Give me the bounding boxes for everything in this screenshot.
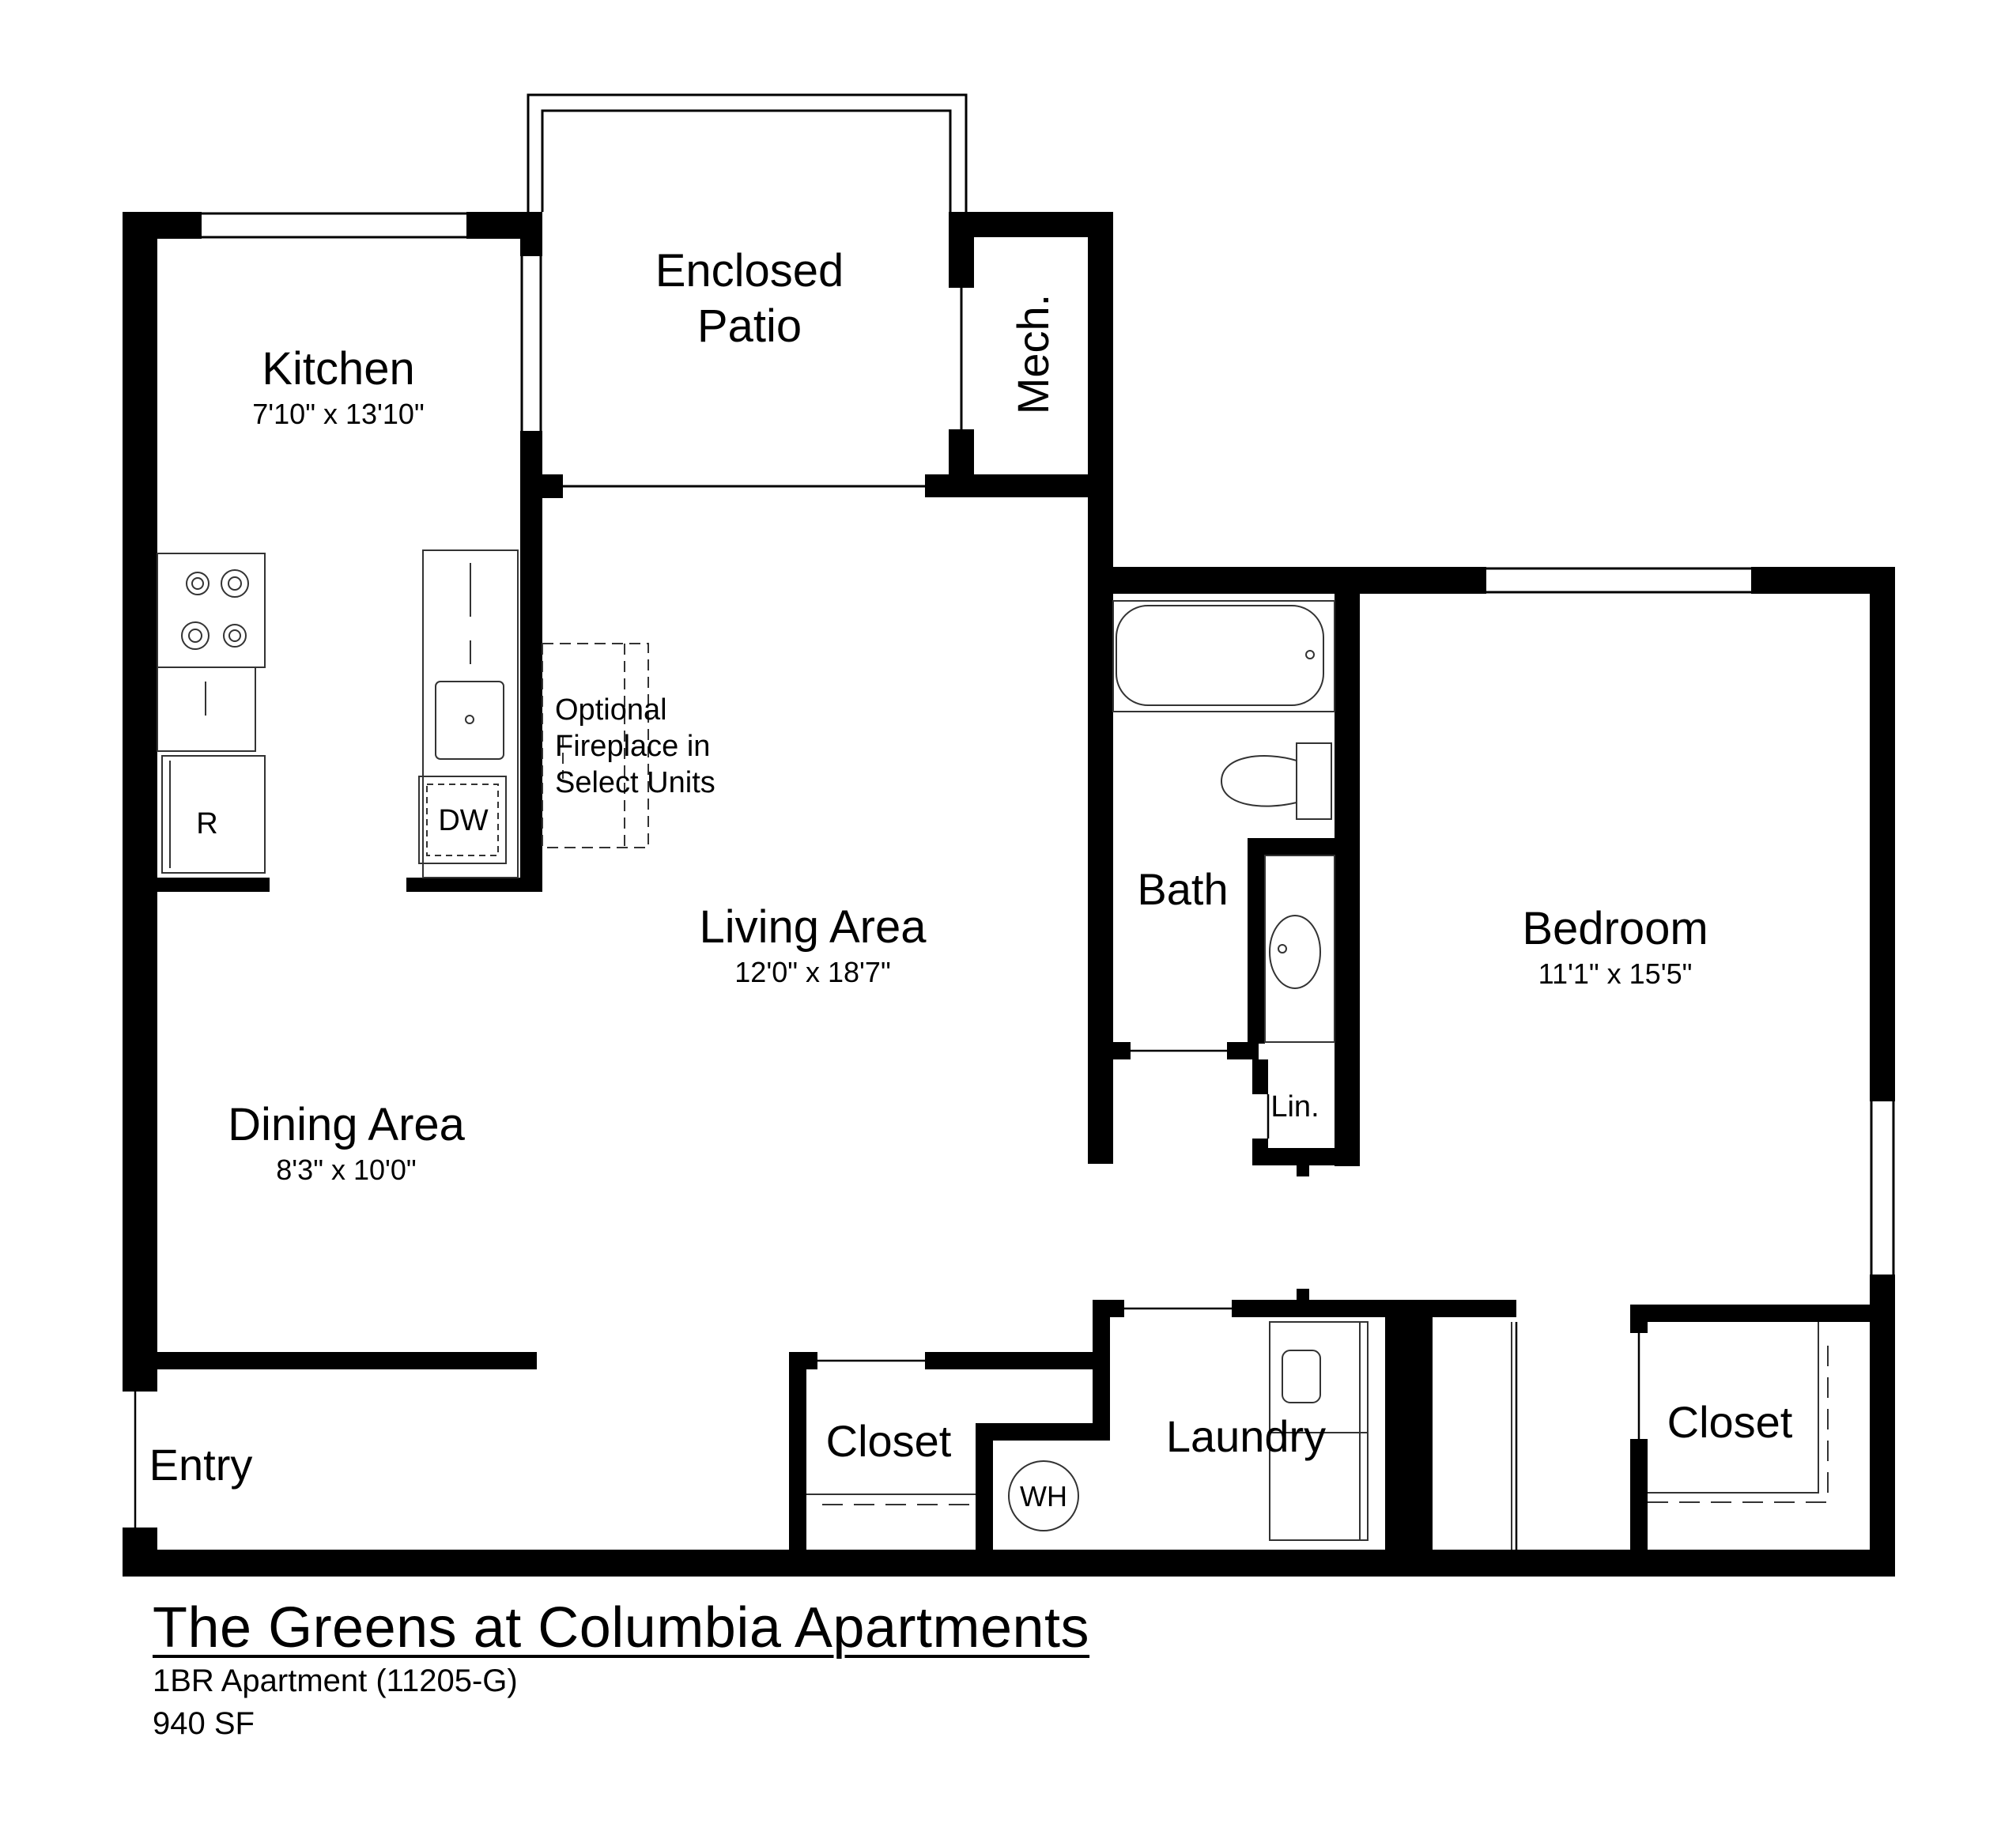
bedroom-label: Bedroom [1522,903,1708,954]
water-heater-icon [1008,1460,1079,1531]
vanity-icon [1264,855,1335,1043]
plan-area: 940 SF [153,1706,255,1741]
kitchen-size: 7'10" x 13'10" [252,398,424,430]
living-size: 12'0" x 18'7" [734,956,890,988]
bath-label: Bath [1137,864,1228,914]
dining-label: Dining Area [228,1099,466,1150]
mech-label: Mech. [1008,294,1058,415]
plan-title: The Greens at Columbia Apartments [153,1596,1090,1660]
fireplace-outline [542,643,649,848]
laundry-fixtures [1008,1321,1369,1541]
sink-icon [435,681,504,760]
stove-icon [157,553,266,668]
entry-label: Entry [149,1440,253,1490]
room-labels: Enclosed Patio Mech. Kitchen 7'10" x 13'… [149,245,1793,1512]
dishwasher-label: DW [438,804,488,837]
fireplace-note-line2: Fireplace in [555,730,710,763]
patio-outline [527,93,968,488]
laundry-label: Laundry [1166,1411,1326,1461]
kitchen-label: Kitchen [262,343,414,395]
dining-size: 8'3" x 10'0" [276,1154,416,1186]
hall-closet-label: Closet [826,1416,952,1466]
patio-label-line1: Enclosed [655,245,844,296]
walls [123,212,1895,1577]
fireplace-note-line3: Select Units [555,766,715,799]
toilet-tank-icon [1296,742,1332,820]
bedroom-closet-label: Closet [1667,1397,1793,1447]
patio-label-line2: Patio [697,300,802,352]
closet-fixtures [806,1322,1829,1550]
linen-label: Lin. [1270,1090,1319,1123]
bedroom-size: 11'1" x 15'5" [1538,957,1693,990]
water-heater-label: WH [1020,1480,1067,1512]
refrigerator-icon [161,755,266,874]
fireplace-note-line1: Optional [555,693,667,727]
door-lines [134,1049,1640,1551]
refrigerator-label: R [196,807,217,840]
bathtub-icon [1112,600,1335,712]
dishwasher-icon [418,776,507,864]
living-label: Living Area [700,901,927,953]
plan-subtitle: 1BR Apartment (11205-G) [153,1664,518,1698]
bath-fixtures [1112,600,1335,1043]
windows [202,212,1895,1275]
kitchen-fixtures [157,549,519,878]
